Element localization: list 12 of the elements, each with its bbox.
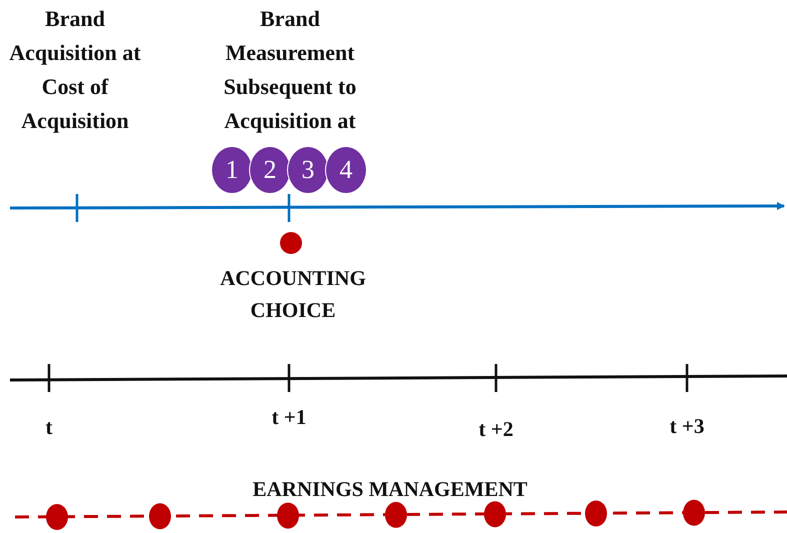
- tick-label: t: [46, 414, 52, 440]
- number-badge: 1: [211, 146, 253, 194]
- number-badge: 2: [249, 146, 291, 194]
- tick-label: t +1: [272, 404, 306, 430]
- caption-text: ACCOUNTING CHOICE: [219, 265, 367, 324]
- number-badge: 4: [325, 146, 367, 194]
- tick-label: t +3: [670, 413, 704, 439]
- heading-text: Brand Measurement Subsequent to Acquisition at: [222, 5, 358, 135]
- heading-text: Brand Acquisition at Cost of Acquisition: [8, 5, 142, 135]
- caption-text: EARNINGS MANAGEMENT: [252, 476, 528, 502]
- tick-label: t +2: [478, 416, 514, 442]
- number-badge: 3: [287, 146, 329, 194]
